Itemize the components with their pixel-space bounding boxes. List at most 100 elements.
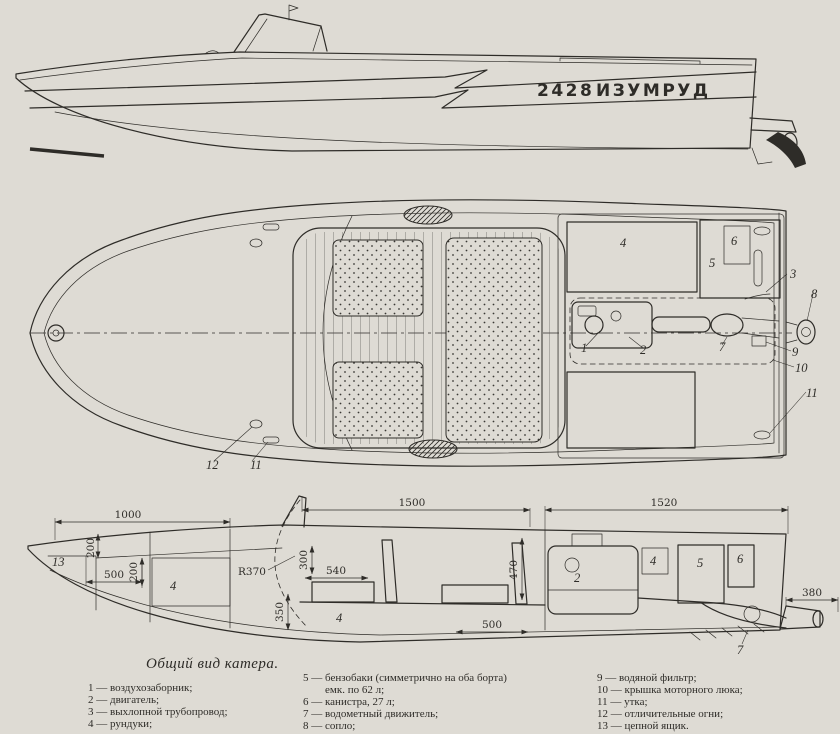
legend-item-3: 3 — выхлопной трубопровод; [88,706,228,718]
legend-item-5-continued: емк. по 62 л; [325,684,385,696]
engine-assembly-plan [571,293,780,349]
plan-callout-1: 1 [581,341,587,355]
rear-seat-back [511,542,528,605]
canister-box [723,225,751,265]
plan-callout-9: 9 [792,345,799,359]
cutaway-callout-7: 7 [737,643,744,657]
legend-column-1: 1 — воздухозаборник; 2 — двигатель; 3 — … [88,682,228,730]
legend-item-9: 9 — водяной фильтр; [597,672,697,684]
cutaway-callout-13: 13 [52,555,65,569]
legend-item-6: 6 — канистра, 27 л; [303,696,395,708]
plan-callout-4: 4 [620,236,626,250]
legend-item-13: 13 — цепной ящик. [597,720,689,732]
cutaway-hull-outline [27,524,787,643]
spray-rail [54,111,749,150]
transom-step-lines [751,147,773,165]
engine-pulley [584,315,604,335]
cleat-starboard [262,436,280,444]
engine-profile [547,545,639,615]
jet-pump-body [710,313,744,337]
stern-cleat-port [753,226,771,236]
dim-500-bow: 500 [104,569,124,581]
legend-item-1: 1 — воздухозаборник; [88,682,193,694]
keel-shadow [29,147,105,158]
legend-item-4: 4 — рундуки; [88,718,153,730]
cutaway-callout-6: 6 [737,552,744,566]
deck-fittings [249,223,771,444]
bow-fitting-inner [52,329,60,337]
vent-grille-port [403,205,453,225]
dim-540: 540 [326,565,346,577]
sheer-accent-line [19,57,753,81]
bow-fitting-outer [47,324,65,342]
cockpit-coaming [292,227,566,449]
nav-light-port [249,238,263,248]
legend-item-5: 5 — бензобаки (симметрично на оба борта) [303,672,507,684]
mast-flag [288,4,299,21]
foredeck-underside [95,547,283,559]
aft-deck-panel [557,213,785,459]
drive-shaft-housing [651,316,711,333]
dim-350: 350 [274,602,286,622]
engine-carb-profile [571,533,603,547]
nozzle-struts [785,321,798,344]
bow-locker [151,557,231,607]
front-seat-back [381,539,398,603]
cutaway-windshield [281,495,307,528]
locker-port [566,221,698,293]
plan-callout-6: 6 [731,234,738,248]
legend-item-11: 11 — утка; [597,696,648,708]
dim-380: 380 [802,587,822,599]
boat-registration: 2428 [537,81,594,101]
legend-item-10: 10 — крышка моторного люка; [597,684,743,696]
engine-pulley-profile [564,557,580,573]
cleat-port [262,223,280,231]
water-filter [751,335,767,347]
exhaust-pipe [744,293,771,300]
dim-1000: 1000 [115,509,142,521]
front-seat-profile [311,581,375,603]
shaft-upper [637,597,787,619]
dim-300: 300 [298,550,310,570]
jet-body-dark [766,132,806,168]
cutaway-callout-5: 5 [697,556,703,570]
stern-cleat-starboard [753,430,771,440]
aft-locker-profile [641,547,669,575]
legend-item-12: 12 — отличительные огни; [597,708,724,720]
boat-name: ИЗУМРУД [596,81,711,101]
dim-470: 470 [508,560,520,580]
plan-callout-11-stern: 11 [806,386,818,400]
dim-200-upper: 200 [85,538,97,558]
technical-drawing: 2428 ИЗУМРУД [15,4,839,657]
jet-nozzle-plan [785,319,816,345]
aft-deck-hatch-line [559,57,701,65]
legend-item-2: 2 — двигатель; [88,694,160,706]
plan-view-drawing: 1 2 7 3 8 9 10 11 12 11 4 5 6 [29,199,818,472]
windshield-radius-arc [274,499,309,629]
seat-front-starboard [332,361,424,439]
dim-r370: R370 [238,566,266,578]
cutaway-view-drawing: 1000 1500 1520 500 200 200 540 300 350 R… [27,495,839,657]
section-hatching [689,623,765,641]
callout-leaders-plan [213,273,814,462]
locker-starboard [566,371,696,449]
legend-item-7: 7 — водометный движитель; [303,708,439,720]
plan-callout-11-cleat: 11 [250,458,262,472]
rear-bench-seat [445,237,543,443]
tank-compartment [699,219,781,299]
deck-vent-bump [204,50,220,55]
legend: Общий вид катера. 1 — воздухозаборник; 2… [0,650,840,734]
legend-column-2: 5 — бензобаки (симметрично на оба борта)… [303,672,507,732]
pump-outlet-lines [741,317,780,339]
plan-callout-10: 10 [795,361,808,375]
jet-drive-cutaway [637,597,824,645]
nozzle-exit-ring [812,610,824,628]
plan-callout-7: 7 [719,340,726,354]
air-intake [577,305,597,317]
jet-bracket [749,117,797,133]
plan-callout-5: 5 [709,256,715,270]
cutaway-callout-4-bow: 4 [170,579,176,593]
dim-1520: 1520 [651,497,678,509]
nozzle-bore [801,327,811,337]
